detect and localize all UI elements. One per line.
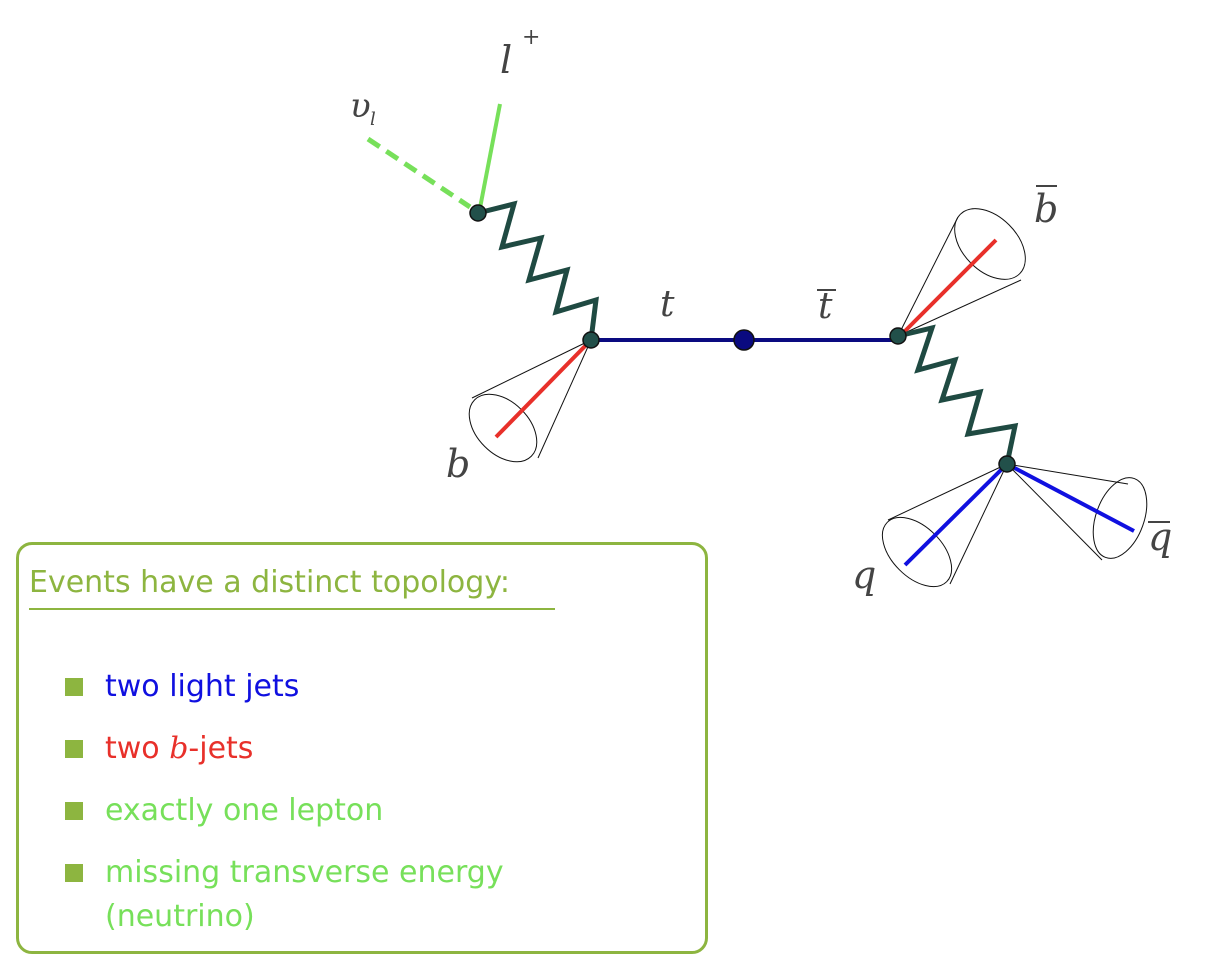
vertex-top: [582, 331, 600, 349]
q-jet: [881, 462, 1009, 588]
b-label: b: [446, 442, 470, 486]
bullet-icon: [65, 802, 83, 820]
b-jet: [468, 338, 593, 463]
antitop-label: t: [818, 286, 833, 327]
item-text: exactly one lepton: [105, 793, 384, 828]
neutrino-label: υ: [350, 86, 371, 126]
box-title: Events have a distinct topology:: [29, 565, 511, 600]
lepton-line: [478, 103, 502, 209]
vertex-antitop: [889, 327, 907, 345]
item-italic: b: [169, 731, 189, 766]
bbar-jet: [897, 208, 1026, 338]
w-minus-boson: [897, 324, 1019, 465]
bullet-icon: [65, 740, 83, 758]
vertex-production: [733, 329, 755, 351]
q-label: q: [852, 553, 876, 597]
neutrino-line: [366, 136, 472, 210]
w-plus-boson: [477, 200, 599, 341]
item-text: missing transverse energy (neutrino): [105, 855, 504, 934]
neutrino-subscript: l: [370, 109, 376, 130]
qbar-jet: [1006, 462, 1148, 561]
lepton-label: l: [500, 38, 512, 82]
bullet-icon: [65, 678, 83, 696]
item-text: two light jets: [105, 669, 300, 704]
top-label: t: [660, 284, 675, 325]
bullet-icon: [65, 864, 83, 882]
bbar-label: b: [1034, 187, 1058, 231]
item-text: two b-jets: [105, 727, 253, 771]
title-underline: [29, 608, 555, 610]
item-suffix: -jets: [188, 731, 254, 766]
lepton-charge-label: +: [522, 25, 540, 50]
topology-list: two light jets two b-jets exactly one le…: [19, 545, 705, 951]
vertex-lepton: [469, 204, 487, 222]
topology-box: Events have a distinct topology: two lig…: [16, 542, 708, 954]
vertex-w-minus: [998, 455, 1016, 473]
item-prefix: two: [105, 731, 170, 766]
